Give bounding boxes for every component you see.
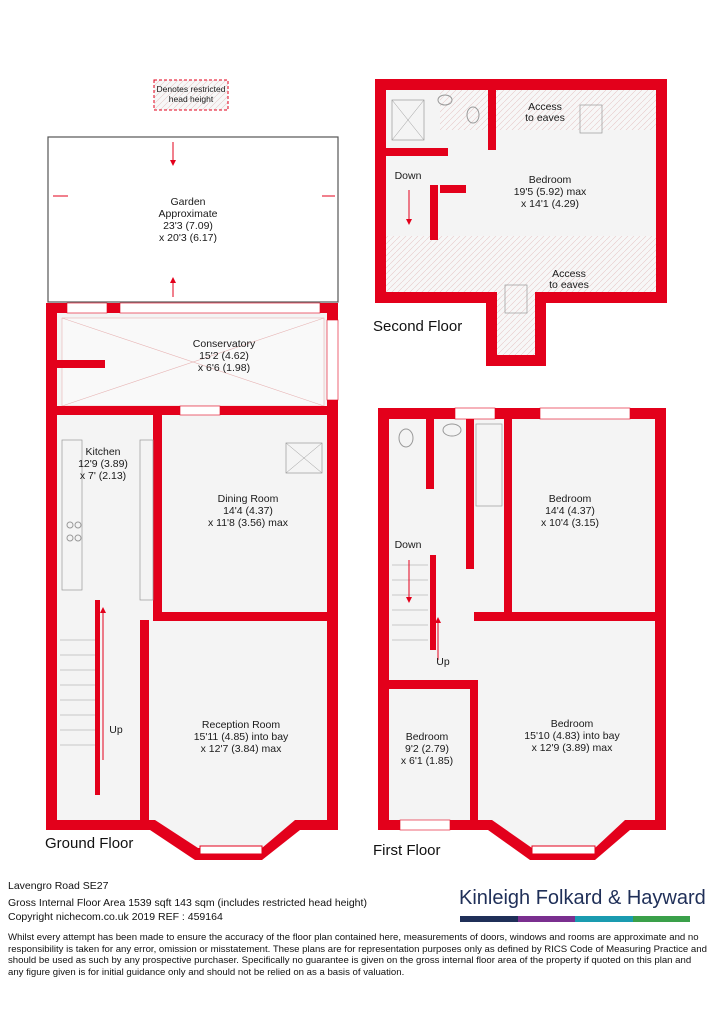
restricted-head-height-legend: Denotes restricted head height (153, 79, 229, 111)
reception-room-name: Reception Room (202, 719, 280, 731)
legend-line2: head height (169, 94, 214, 104)
floor-plan-drawing: Denotes restricted head height Garden Ap… (45, 79, 667, 860)
dining-room-name: Dining Room (218, 493, 279, 505)
garden-sub: Approximate (159, 208, 218, 220)
second-bedroom-dim2: x 14'1 (4.29) (521, 198, 579, 210)
access-eaves-1-line1: Access (528, 101, 562, 113)
garden-area: Garden Approximate 23'3 (7.09) x 20'3 (6… (47, 136, 339, 303)
brand-bar-segment (632, 916, 690, 922)
address-text: Lavengro Road SE27 (8, 880, 109, 892)
second-bedroom-dim1: 19'5 (5.92) max (514, 186, 587, 198)
first-bedroom-front-dim2: x 12'9 (3.89) max (532, 742, 614, 754)
conservatory-dim2: x 6'6 (1.98) (198, 362, 250, 374)
first-floor-title: First Floor (373, 842, 441, 859)
first-bedroom-front-dim1: 15'10 (4.83) into bay (524, 730, 620, 742)
kitchen-dim1: 12'9 (3.89) (78, 458, 128, 470)
copyright-text: Copyright nichecom.co.uk 2019 REF : 4591… (8, 911, 223, 923)
conservatory-name: Conservatory (193, 338, 256, 350)
first-bedroom-small-name: Bedroom (406, 731, 449, 743)
conservatory-dim1: 15'2 (4.62) (199, 350, 249, 362)
garden-dim1: 23'3 (7.09) (163, 220, 213, 232)
second-floor-title: Second Floor (373, 318, 462, 335)
dining-room-dim1: 14'4 (4.37) (223, 505, 273, 517)
kitchen-dim2: x 7' (2.13) (80, 470, 126, 482)
reception-room-dim2: x 12'7 (3.84) max (201, 743, 283, 755)
first-stairs-up-label: Up (436, 656, 450, 668)
first-bedroom-small-dim1: 9'2 (2.79) (405, 743, 449, 755)
access-eaves-2-line1: Access (552, 268, 586, 280)
brand-color-bar (460, 916, 690, 922)
reception-room-dim1: 15'11 (4.85) into bay (194, 731, 289, 743)
ground-floor-plan: Conservatory 15'2 (4.62) x 6'6 (1.98) Ki… (45, 302, 339, 860)
second-bedroom-name: Bedroom (529, 174, 572, 186)
floor-area-text: Gross Internal Floor Area 1539 sqft 143 … (8, 897, 367, 909)
brand-logo-text: Kinleigh Folkard & Hayward (459, 887, 706, 909)
second-floor-plan: Bedroom 19'5 (5.92) max x 14'1 (4.29) Ac… (373, 79, 667, 366)
disclaimer-text: Whilst every attempt has been made to en… (8, 932, 707, 978)
first-bedroom-small-dim2: x 6'1 (1.85) (401, 755, 453, 767)
first-bedroom-rear-name: Bedroom (549, 493, 592, 505)
garden-dim2: x 20'3 (6.17) (159, 232, 217, 244)
access-eaves-2-line2: to eaves (549, 279, 589, 291)
kitchen-name: Kitchen (85, 446, 120, 458)
first-floor-plan: Bedroom 14'4 (4.37) x 10'4 (3.15) Bedroo… (373, 407, 666, 860)
second-stairs-down-label: Down (395, 170, 422, 182)
brand-bar-segment (517, 916, 575, 922)
access-eaves-1-line2: to eaves (525, 112, 565, 124)
first-bedroom-rear-dim2: x 10'4 (3.15) (541, 517, 599, 529)
garden-name: Garden (170, 196, 205, 208)
dining-room-dim2: x 11'8 (3.56) max (208, 517, 289, 529)
first-stairs-down-label: Down (395, 539, 422, 551)
brand-bar-segment (575, 916, 633, 922)
ground-stairs-up-label: Up (109, 724, 123, 736)
ground-floor-title: Ground Floor (45, 835, 133, 852)
brand-bar-segment (460, 916, 518, 922)
first-bedroom-front-name: Bedroom (551, 718, 594, 730)
first-bedroom-rear-dim1: 14'4 (4.37) (545, 505, 595, 517)
legend-line1: Denotes restricted (157, 84, 226, 94)
